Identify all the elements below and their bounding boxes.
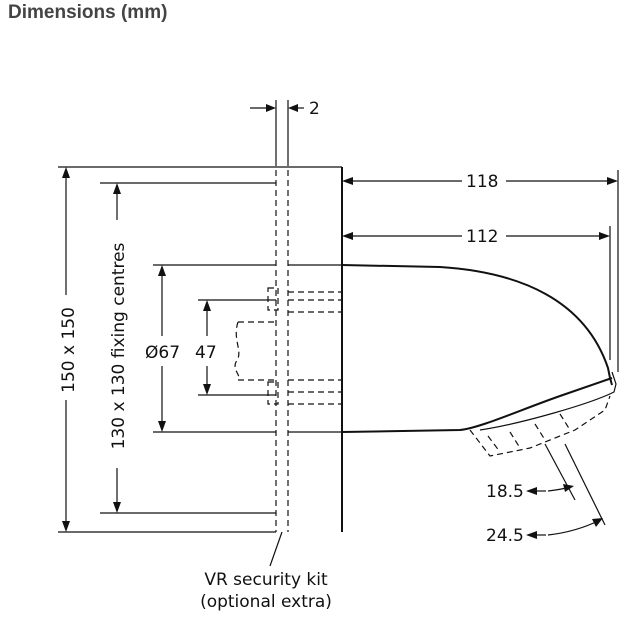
inner-dimension: 47: [195, 299, 276, 396]
fixing-centres-label: 130 x 130 fixing centres: [109, 242, 129, 449]
callout-line-2: (optional extra): [200, 592, 332, 612]
fixing-centres-dimension: 130 x 130 fixing centres: [100, 182, 276, 514]
hidden-fixing-detail: [234, 264, 342, 433]
angle-large-label: 24.5: [486, 526, 524, 546]
plate-size-dimension: 150 x 150: [58, 166, 342, 533]
plate-thickness-label: 2: [309, 99, 320, 119]
plate-thickness-dimension: 2: [250, 99, 320, 160]
angle-large-dimension: 24.5: [486, 443, 606, 546]
page-title: Dimensions (mm): [8, 2, 168, 23]
shower-head: [341, 264, 617, 457]
body-depth-dimension: 112: [342, 226, 611, 360]
angle-small-label: 18.5: [486, 482, 524, 502]
diameter-dimension: Ø67: [145, 264, 276, 433]
security-kit-plate: [275, 160, 289, 532]
callout-line-1: VR security kit: [204, 570, 328, 590]
body-depth-label: 112: [466, 227, 498, 247]
inner-label: 47: [195, 343, 217, 363]
diameter-label: Ø67: [145, 343, 180, 363]
overall-depth-dimension: 118: [342, 170, 619, 372]
overall-depth-label: 118: [466, 172, 498, 192]
callout-leader: [269, 531, 283, 567]
plate-size-label: 150 x 150: [59, 307, 79, 393]
angle-small-dimension: 18.5: [486, 443, 576, 502]
